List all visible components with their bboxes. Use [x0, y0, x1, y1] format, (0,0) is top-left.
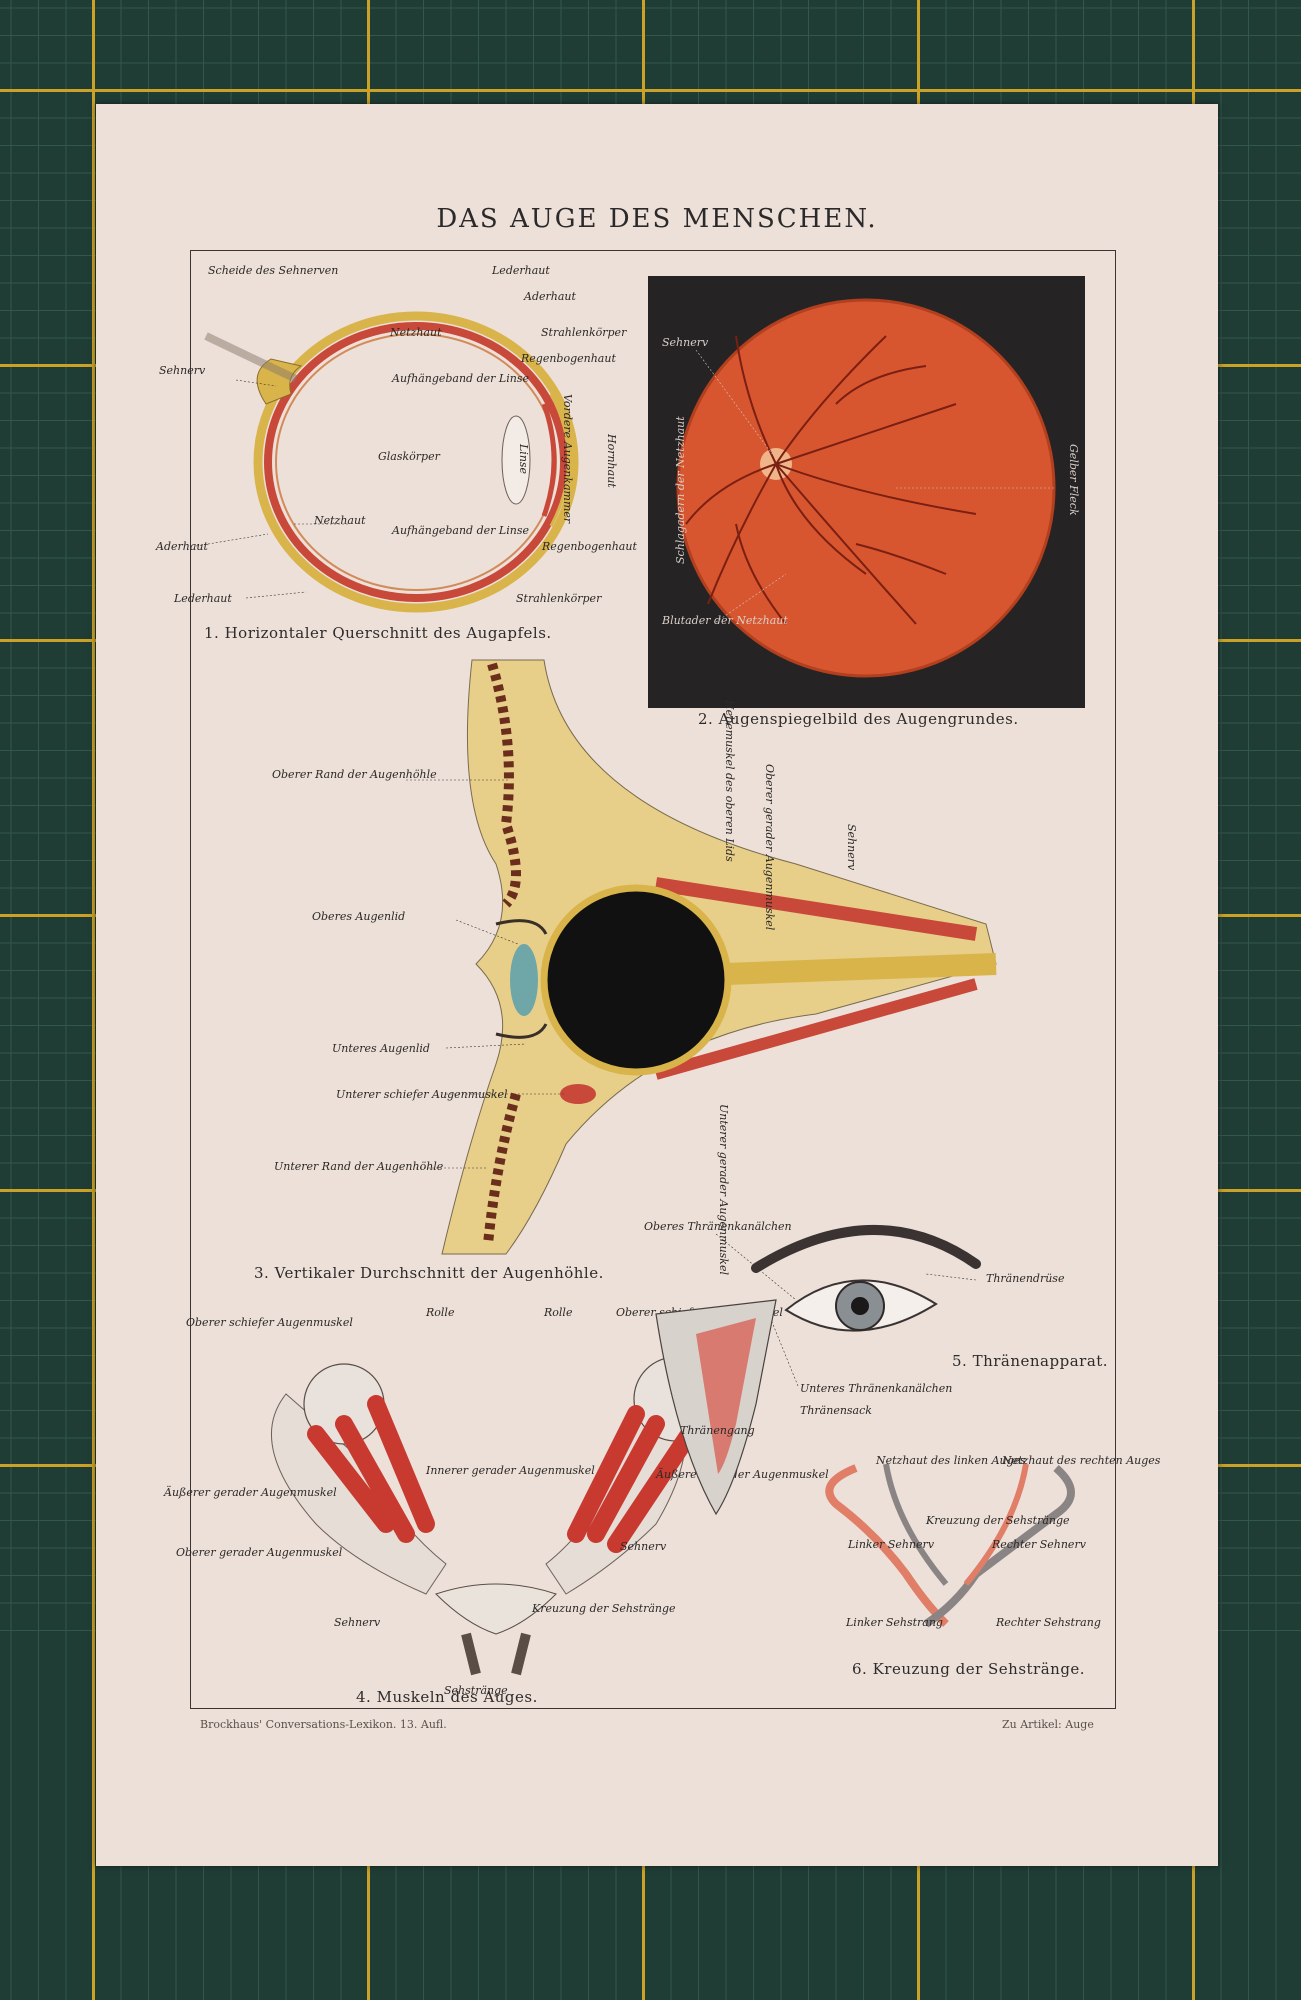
- engraving-sheet: DAS AUGE DES MENSCHEN. Scheide des Sehne…: [96, 104, 1218, 1866]
- fig4-label-11: Sehstränge: [444, 1684, 508, 1697]
- fig2-caption: 2. Augenspiegelbild des Augengrundes.: [698, 710, 1019, 728]
- fig6-caption: 6. Kreuzung der Sehstränge.: [852, 1660, 1086, 1678]
- footer-source: Brockhaus' Conversations-Lexikon. 13. Au…: [200, 1718, 447, 1731]
- fig1-label-16: Lederhaut: [173, 592, 232, 605]
- fig5-caption: 5. Thränenapparat.: [952, 1352, 1109, 1370]
- fig1-label-0: Scheide des Sehnerven: [208, 264, 338, 277]
- fig2-label-2: Blutader der Netzhaut: [661, 614, 788, 627]
- fig4-label-4: Innerer gerader Augenmuskel: [425, 1464, 595, 1477]
- fig6-label-2: Kreuzung der Sehstränge: [925, 1514, 1070, 1527]
- fig1-label-13: Aderhaut: [155, 540, 208, 553]
- fig4-caption: 4. Muskeln des Auges.: [356, 1688, 538, 1706]
- fig3-label-0: Oberer Rand der Augenhöhle: [272, 768, 437, 781]
- fig2-label-0: Sehnerv: [662, 336, 709, 349]
- fig4-label-9: Sehnerv: [620, 1540, 667, 1553]
- fig5-label-0: Oberes Thränenkanälchen: [644, 1220, 792, 1233]
- footer-article: Zu Artikel: Auge: [1002, 1718, 1094, 1731]
- fig1-label-2: Aderhaut: [523, 290, 576, 303]
- fig5-label-3: Thränensack: [800, 1404, 872, 1417]
- fig2-fundus: Sehnerv Schlagadern der Netzhaut Blutade…: [648, 276, 1085, 708]
- fig3-label-3: Sehnerv: [845, 824, 858, 871]
- fig4-label-1: Rolle: [425, 1306, 455, 1319]
- fig4-label-5: Äußerer gerader Augenmuskel: [163, 1485, 337, 1499]
- fig3-label-1: Hebemuskel des oberen Lids: [723, 699, 736, 862]
- fig5-label-2: Unteres Thränenkanälchen: [800, 1382, 952, 1395]
- fig1-label-17: Strahlenkörper: [516, 592, 602, 605]
- fig6-label-4: Rechter Sehnerv: [991, 1538, 1087, 1551]
- fig4-label-8: Sehnerv: [334, 1616, 381, 1629]
- fig4-label-0: Oberer schiefer Augenmuskel: [186, 1316, 353, 1329]
- fig1-label-6: Regenbogenhaut: [520, 352, 616, 365]
- fig3-label-5: Unteres Augenlid: [332, 1042, 430, 1055]
- fig6-label-0: Netzhaut des linken Auges: [875, 1454, 1026, 1467]
- fig1-label-15: Regenbogenhaut: [541, 540, 637, 553]
- fig4-label-2: Rolle: [543, 1306, 573, 1319]
- fig4-label-10: Kreuzung der Sehstränge: [531, 1602, 676, 1615]
- fig1-caption: 1. Horizontaler Querschnitt des Augapfel…: [204, 624, 552, 642]
- fig3-label-4: Oberes Augenlid: [312, 910, 405, 923]
- fig6-label-1: Netzhaut des rechten Auges: [1001, 1454, 1161, 1467]
- fig1-label-1: Lederhaut: [491, 264, 550, 277]
- fig3-caption: 3. Vertikaler Durchschnitt der Augenhöhl…: [254, 1264, 604, 1282]
- fig1-label-7: Aufhängeband der Linse: [391, 372, 529, 385]
- fig3-label-8: Unterer gerader Augenmuskel: [717, 1104, 730, 1275]
- fig4-label-7: Oberer gerader Augenmuskel: [176, 1546, 343, 1559]
- fig1-label-14: Aufhängeband der Linse: [391, 524, 529, 537]
- fig1-label-9: Linse: [517, 443, 530, 475]
- fig2-label-1: Schlagadern der Netzhaut: [674, 416, 687, 564]
- fig2-label-3: Gelber Fleck: [1067, 444, 1080, 516]
- fig6-label-6: Rechter Sehstrang: [995, 1616, 1101, 1629]
- fig1-label-8: Glaskörper: [378, 450, 441, 463]
- fig5-label-4: Thränengang: [680, 1424, 755, 1437]
- fig1-label-10: Vordere Augenkammer: [561, 394, 574, 524]
- fig1-label-3: Netzhaut: [389, 326, 442, 339]
- fig6-label-5: Linker Sehstrang: [845, 1616, 943, 1629]
- fig1-label-11: Hornhaut: [605, 433, 618, 488]
- fig6-optic-chiasm: Netzhaut des linken Auges Netzhaut des r…: [825, 1454, 1161, 1629]
- fig6-label-3: Linker Sehnerv: [847, 1538, 935, 1551]
- fig3-label-7: Unterer Rand der Augenhöhle: [274, 1160, 444, 1173]
- fig1-label-4: Strahlenkörper: [541, 326, 627, 339]
- fig3-orbit-section: Oberer Rand der Augenhöhle Hebemuskel de…: [272, 659, 997, 1275]
- fig5-lacrimal-apparatus: Oberes Thränenkanälchen Thränendrüse Unt…: [644, 1220, 1065, 1516]
- fig3-label-6: Unterer schiefer Augenmuskel: [336, 1088, 508, 1101]
- plate-title: DAS AUGE DES MENSCHEN.: [436, 204, 878, 234]
- fig1-label-5: Sehnerv: [159, 364, 206, 377]
- fig5-label-1: Thränendrüse: [986, 1272, 1065, 1285]
- plate-frame: [190, 250, 1116, 1709]
- fig3-label-2: Oberer gerader Augenmuskel: [763, 764, 776, 931]
- fig1-eyeball-cross-section: Scheide des Sehnerven Lederhaut Aderhaut…: [155, 264, 637, 613]
